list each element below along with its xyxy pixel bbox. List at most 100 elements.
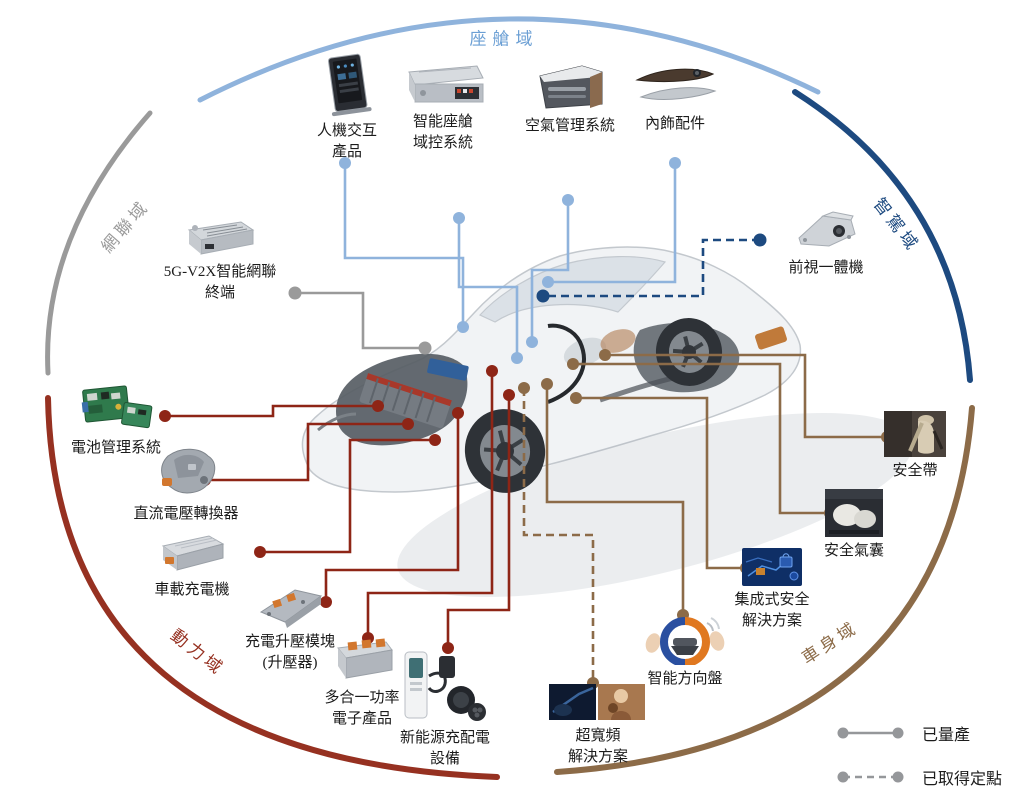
connector-dot <box>536 289 550 303</box>
connector-dot <box>518 382 530 394</box>
product-interior-trim: 內飾配件 <box>622 64 728 135</box>
product-integrated-safety: 集成式安全 解決方案 <box>726 548 818 632</box>
power-domain-arc <box>45 395 500 780</box>
connector-dot <box>562 194 574 206</box>
product-smart-steering: 智能方向盤 <box>640 615 730 690</box>
product-label: 人機交互 產品 <box>316 123 377 160</box>
cockpit-domain-arc <box>197 16 821 103</box>
connector-ev-charging <box>446 395 511 648</box>
product-label: 直流電壓轉換器 <box>133 506 239 522</box>
connector-seatbelt <box>605 353 887 439</box>
multi-in-one-icon <box>320 632 404 684</box>
legend-mass-production-label: 已量產 <box>922 727 971 744</box>
cockpit-dcu-icon <box>394 58 492 108</box>
connector-interior-trim <box>548 163 677 284</box>
connector-dot <box>599 349 611 361</box>
connector-front-camera <box>543 238 760 298</box>
uwb-icon <box>548 682 648 722</box>
connector-dot <box>457 321 469 333</box>
product-hmi: 人機交互 產品 <box>297 53 397 163</box>
connector-dot <box>453 212 465 224</box>
connector-dot <box>541 378 553 390</box>
legend-dot <box>892 727 904 739</box>
product-bms: 電池管理系統 <box>64 382 168 459</box>
connector-cockpit-dcu <box>457 218 519 358</box>
car-ecu-block <box>427 358 469 381</box>
product-front-camera: 前視一體機 <box>773 204 879 279</box>
body-domain-arc <box>554 405 975 775</box>
product-label: 電池管理系統 <box>70 440 161 456</box>
connector-dot <box>452 407 464 419</box>
connector-dcdc <box>205 422 408 482</box>
connector-v2x-terminal <box>295 291 425 350</box>
connector-dot <box>486 365 498 377</box>
ev-charging-icon <box>392 648 498 724</box>
connector-dot <box>159 410 171 422</box>
connector-dot <box>503 389 515 401</box>
product-label: 安全氣囊 <box>823 543 884 559</box>
product-label: 多合一功率 電子產品 <box>324 690 400 727</box>
product-airbag: 安全氣囊 <box>817 489 891 562</box>
car-greenhouse <box>479 255 667 323</box>
legend-dot <box>837 771 849 783</box>
legend-dot <box>892 771 904 783</box>
smart-steering-icon <box>640 615 730 665</box>
dcdc-icon <box>126 442 246 500</box>
connector-dot <box>567 358 579 370</box>
product-label: 5G-V2X智能網聯 終端 <box>163 264 277 301</box>
interior-trim-icon <box>622 64 728 110</box>
product-label: 車載充電機 <box>154 582 230 598</box>
network-domain-arc <box>45 110 153 376</box>
connector-dot <box>753 233 767 247</box>
connector-integrated-safety <box>576 396 746 570</box>
connector-dot <box>570 392 582 404</box>
connector-dot <box>372 400 384 412</box>
connector-dot <box>511 352 523 364</box>
product-dcdc: 直流電壓轉換器 <box>126 442 246 525</box>
car-sway-bar <box>547 323 586 404</box>
connector-smart-steering <box>545 384 685 615</box>
product-label: 新能源充配電 設備 <box>399 730 490 767</box>
product-label: 超寬頻 解決方案 <box>567 728 628 765</box>
legend-dot <box>837 727 849 739</box>
connector-multi-in-one <box>366 371 494 638</box>
connector-dot <box>442 642 454 654</box>
front-camera-icon <box>773 204 879 254</box>
product-cockpit-dcu: 智能座艙 域控系統 <box>394 58 492 154</box>
product-label: 集成式安全 解決方案 <box>734 592 810 629</box>
integrated-safety-icon <box>726 548 818 586</box>
seatbelt-icon <box>878 411 952 457</box>
product-v2x-terminal: 5G-V2X智能網聯 終端 <box>152 216 288 304</box>
product-seatbelt: 安全帶 <box>878 411 952 482</box>
connector-dot <box>669 157 681 169</box>
car-shadow <box>397 413 913 597</box>
product-label: 智能座艙 域控系統 <box>412 114 473 151</box>
product-label: 安全帶 <box>892 463 938 479</box>
connector-dot <box>542 276 554 288</box>
product-label: 內飾配件 <box>644 116 705 132</box>
connector-dot <box>254 546 266 558</box>
connector-bms <box>165 404 378 418</box>
product-uwb: 超寬頻 解決方案 <box>548 682 648 768</box>
bms-icon <box>64 382 168 434</box>
airbag-icon <box>817 489 891 537</box>
connector-dot <box>418 341 432 355</box>
connector-hmi <box>343 163 465 327</box>
product-air-mgmt: 空氣管理系統 <box>515 60 625 137</box>
connector-airbag <box>573 362 830 515</box>
boost-module-icon <box>236 586 344 628</box>
product-boost-module: 充電升壓模塊 (升壓器) <box>236 586 344 674</box>
car-rear-wheel <box>655 318 723 386</box>
connector-dot <box>320 596 332 608</box>
car-rear-seat <box>600 329 636 353</box>
car-battery-pack <box>359 373 452 429</box>
car-headlight <box>317 412 357 432</box>
product-multi-in-one: 多合一功率 電子產品 <box>320 632 404 730</box>
connector-dot <box>526 336 538 348</box>
product-label: 空氣管理系統 <box>524 118 615 134</box>
product-obc: 車載充電機 <box>142 528 242 601</box>
product-label: 前視一體機 <box>788 260 864 276</box>
connector-dot <box>402 418 414 430</box>
product-ev-charging: 新能源充配電 設備 <box>392 648 498 770</box>
